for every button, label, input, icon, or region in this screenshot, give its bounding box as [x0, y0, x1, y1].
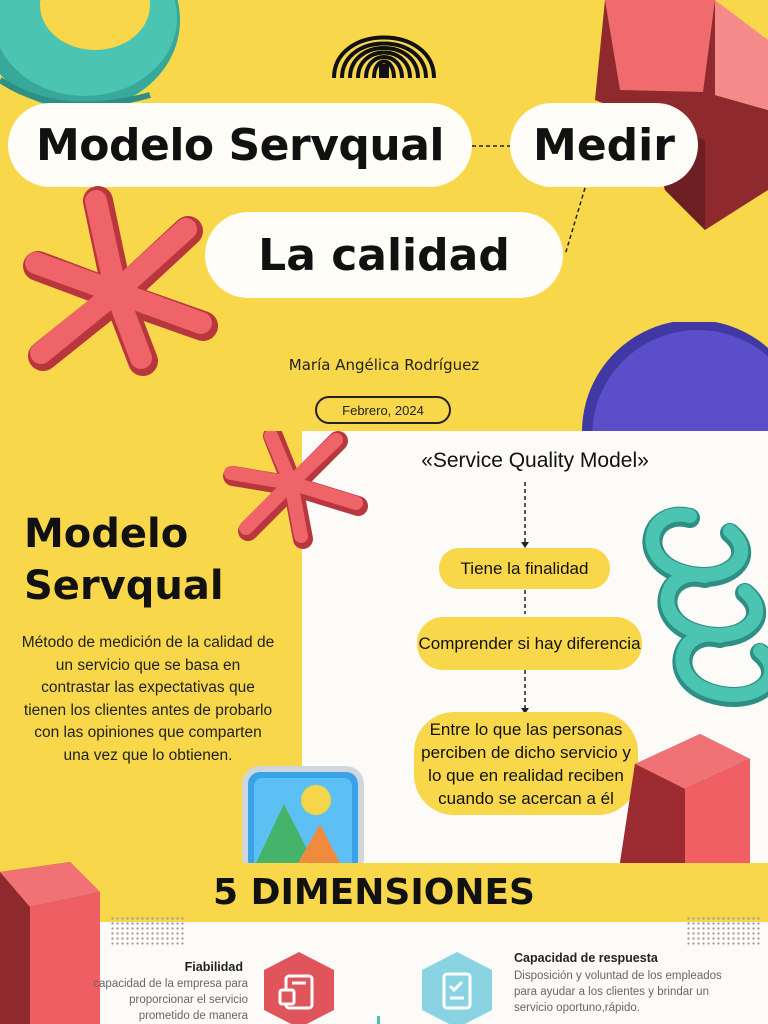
teal-torus-decoration — [0, 0, 180, 110]
title-medir-text: Medir — [533, 119, 675, 171]
teal-spring-decoration — [642, 506, 768, 707]
service-quality-title: «Service Quality Model» — [421, 449, 649, 472]
university-logo-icon — [332, 35, 436, 79]
flow-step-percepcion: Entre lo que las personas perciben de di… — [414, 712, 638, 815]
red-cube-bottom-decoration — [0, 862, 100, 1024]
title-calidad-text: La calidad — [258, 229, 510, 281]
flow-step-comprender: Comprender si hay diferencia — [417, 617, 642, 670]
intro-title-line1: Modelo — [24, 511, 189, 557]
red-cube-decoration — [620, 734, 750, 863]
title-pill-medir: Medir — [510, 103, 698, 187]
title-pill-calidad: La calidad — [205, 212, 563, 298]
date-badge: Febrero, 2024 — [315, 396, 451, 424]
dimension-capacidad-text: Disposición y voluntad de los empleados … — [514, 970, 722, 1014]
purple-disc-decoration — [582, 322, 768, 432]
document-icon — [264, 952, 334, 1024]
flow-step-finalidad: Tiene la finalidad — [439, 548, 610, 589]
title-servqual-text: Modelo Servqual — [36, 119, 445, 171]
intro-title-line2: Servqual — [24, 563, 224, 609]
author-name: María Angélica Rodríguez — [288, 356, 480, 374]
flow-arrows — [521, 482, 529, 714]
intro-description: Método de medición de la calidad de un s… — [21, 634, 275, 764]
teal-accent-mark — [377, 1016, 380, 1024]
dimension-fiabilidad-text: capacidad de la empresa para proporciona… — [93, 978, 248, 1022]
dimension-capacidad-heading: Capacidad de respuesta — [514, 951, 658, 965]
dot-pattern-right — [686, 916, 761, 946]
image-icon — [242, 766, 364, 863]
intro-title: Modelo Servqual — [24, 508, 294, 612]
checklist-icon — [422, 952, 492, 1024]
dashed-connector — [472, 145, 586, 256]
red-asterisk-small-decoration — [223, 431, 368, 549]
dimensions-title: 5 DIMENSIONES — [213, 871, 535, 913]
red-asterisk-decoration — [23, 186, 218, 376]
title-pill-servqual: Modelo Servqual — [8, 103, 472, 187]
dot-pattern-left — [110, 916, 185, 946]
dimension-fiabilidad-heading: Fiabilidad — [184, 960, 243, 974]
